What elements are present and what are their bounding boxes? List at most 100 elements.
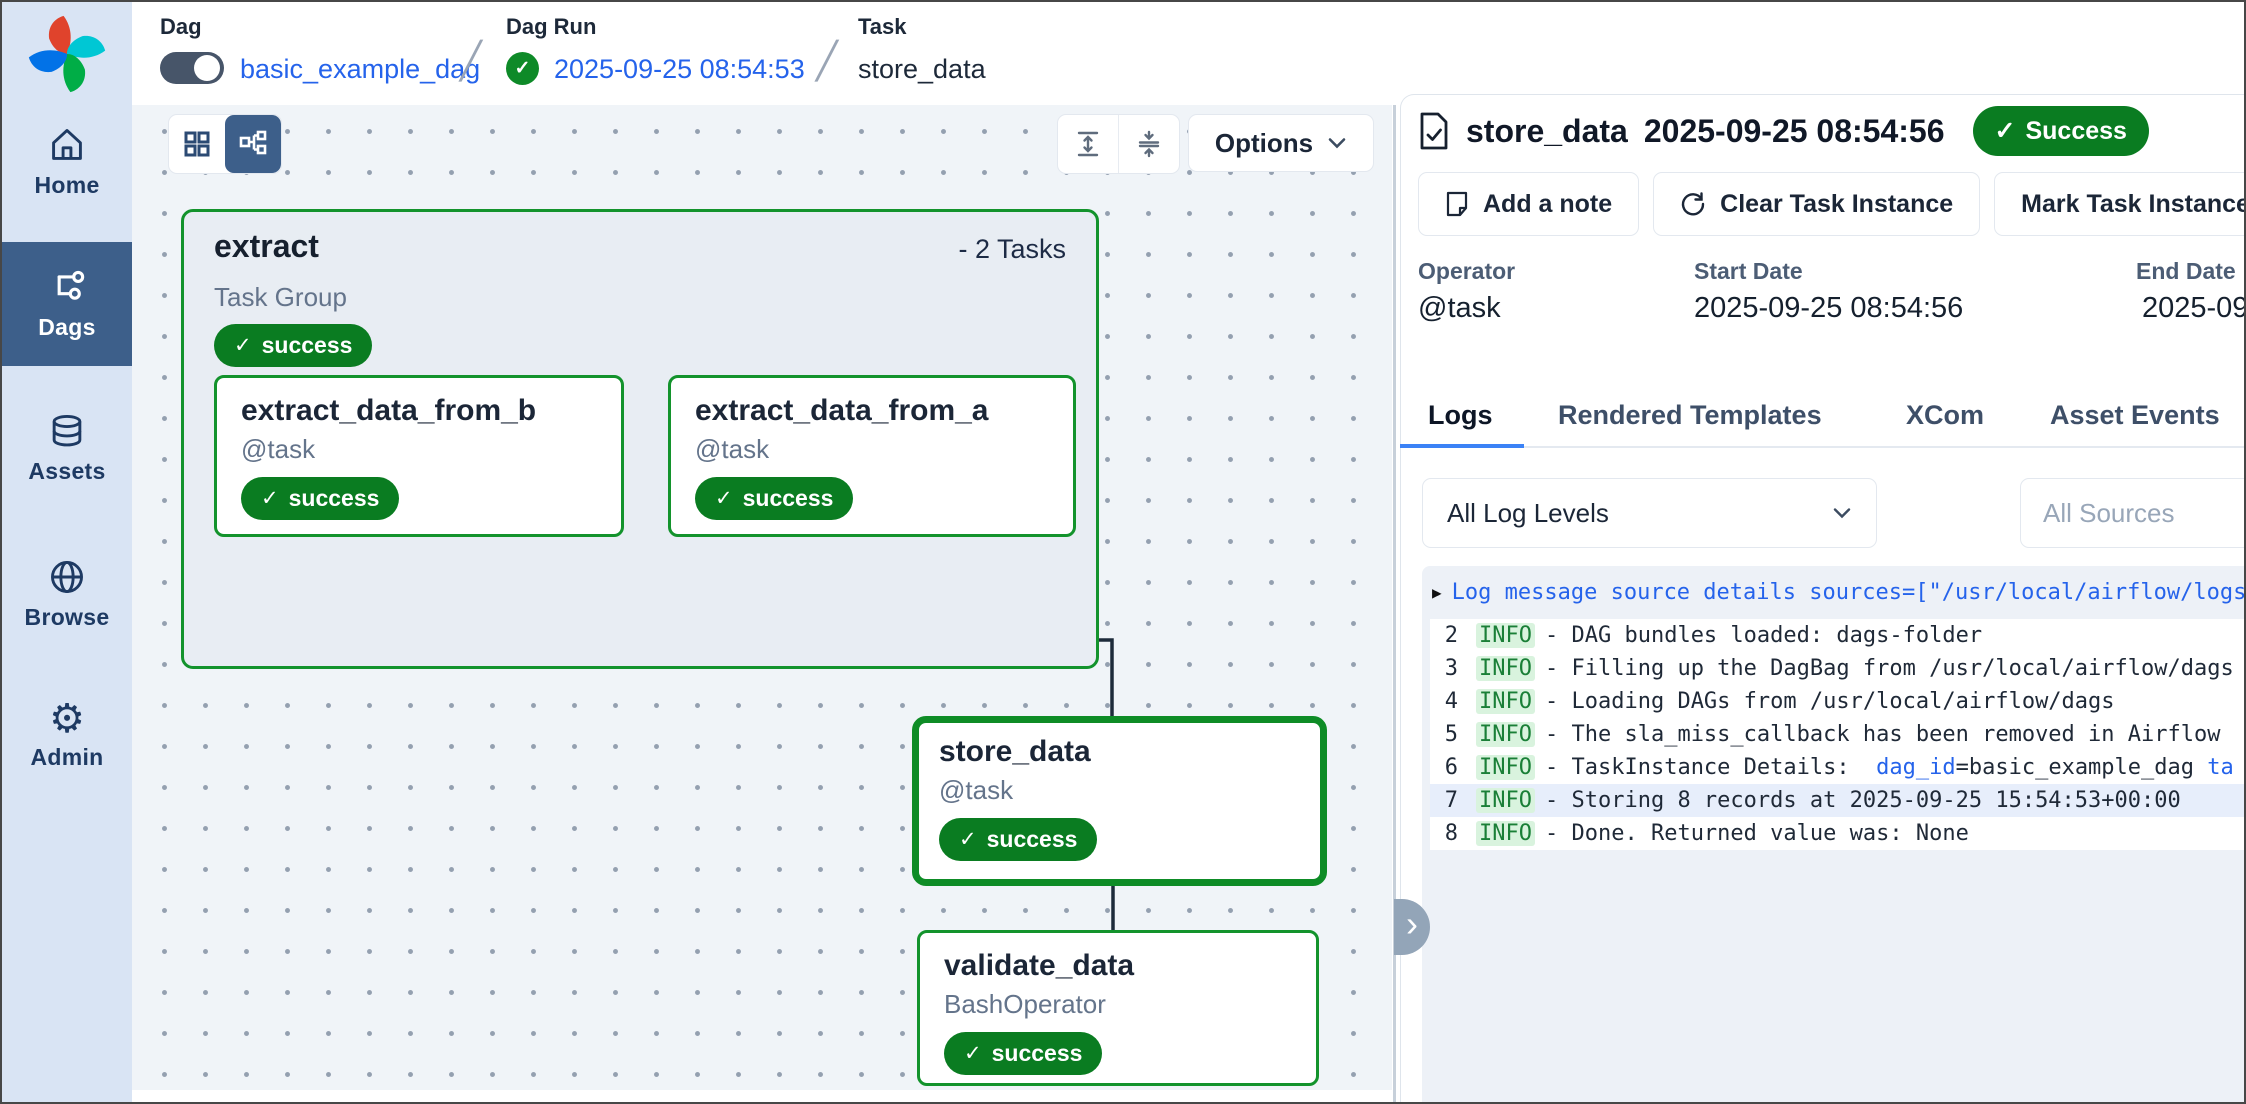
dagrun-success-icon: ✓ — [506, 52, 539, 85]
check-icon: ✓ — [959, 828, 977, 851]
task-node-extract-data-from-b[interactable]: extract_data_from_b @task ✓ success — [214, 375, 624, 537]
collapse-vertical-icon — [1138, 130, 1160, 158]
sidebar-item-browse[interactable]: Browse — [2, 558, 132, 631]
chevron-down-icon — [1328, 138, 1346, 149]
status-badge: ✓ success — [695, 477, 854, 520]
status-badge: ✓ success — [214, 324, 373, 367]
log-text: Done. Returned value was: None — [1571, 821, 1969, 846]
check-icon: ✓ — [234, 334, 252, 357]
check-icon: ✓ — [715, 487, 733, 510]
expand-vertical-icon — [1077, 131, 1099, 157]
sidebar: Home Dags Assets Browse ⚙ Admin — [2, 2, 132, 1102]
sidebar-item-admin[interactable]: ⚙ Admin — [2, 697, 132, 771]
view-switcher — [168, 114, 282, 174]
log-link[interactable]: ta — [2207, 755, 2234, 780]
log-level-chip: INFO — [1476, 821, 1535, 846]
graph-icon — [239, 130, 267, 155]
log-level-select[interactable]: All Log Levels — [1422, 478, 1877, 548]
divider — [1118, 115, 1119, 173]
active-tab-indicator — [1400, 444, 1524, 448]
collapse-all-button[interactable] — [1119, 115, 1179, 173]
add-note-button[interactable]: Add a note — [1418, 172, 1640, 236]
collapse-triangle-icon: ▶ — [1432, 583, 1442, 602]
log-source-details-text: Log message source details sources=["/us… — [1451, 580, 2246, 605]
dag-pause-toggle[interactable] — [160, 52, 224, 84]
globe-icon — [51, 561, 83, 593]
sidebar-item-label: Dags — [38, 314, 96, 340]
chevron-right-icon: › — [1406, 903, 1418, 944]
graph-view-button[interactable] — [225, 115, 281, 173]
log-text: - — [1544, 788, 1572, 813]
task-node-extract-data-from-a[interactable]: extract_data_from_a @task ✓ success — [668, 375, 1076, 537]
home-icon — [52, 129, 82, 160]
chevron-down-icon — [1833, 508, 1851, 519]
tab-logs[interactable]: Logs — [1428, 400, 1493, 430]
log-text: DAG bundles loaded: dags-folder — [1571, 623, 1983, 648]
sidebar-item-label: Browse — [24, 604, 110, 630]
task-node-store-data[interactable]: store_data @task ✓ success — [912, 716, 1327, 886]
grid-icon — [184, 131, 210, 157]
layout-controls — [1057, 114, 1180, 174]
end-date-value: 2025-09 — [2142, 292, 2246, 324]
log-level-chip: INFO — [1476, 689, 1535, 714]
refresh-icon — [1681, 192, 1705, 216]
log-source-input[interactable] — [2020, 478, 2244, 548]
log-level-chip: INFO — [1476, 722, 1535, 747]
database-icon — [52, 415, 82, 447]
task-node-validate-data[interactable]: validate_data BashOperator ✓ success — [917, 930, 1319, 1086]
log-viewer[interactable]: ▶ Log message source details sources=["/… — [1422, 566, 2246, 1102]
sidebar-item-dags[interactable]: Dags — [2, 242, 132, 366]
panel-resize-divider[interactable] — [1393, 105, 1396, 1102]
log-source-details-toggle[interactable]: ▶ Log message source details sources=["/… — [1430, 580, 2246, 605]
panel-tabs: Logs Rendered Templates XCom Asset Event… — [1400, 394, 2244, 448]
log-link[interactable]: dag_id — [1876, 755, 1956, 780]
gear-icon: ⚙ — [49, 697, 85, 741]
task-status-badge: ✓ Success — [1972, 106, 2149, 156]
log-text: Loading DAGs from /usr/local/airflow/dag… — [1571, 689, 2115, 714]
log-text: - — [1544, 722, 1572, 747]
tab-asset-events[interactable]: Asset Events — [2050, 400, 2220, 430]
breadcrumb-dagrun-link[interactable]: 2025-09-25 08:54:53 — [554, 54, 805, 84]
options-dropdown[interactable]: Options — [1188, 114, 1374, 172]
log-line-number: 3 — [1444, 656, 1458, 681]
tab-rendered-templates[interactable]: Rendered Templates — [1558, 400, 1822, 430]
dag-graph-canvas[interactable]: extract - 2 Tasks Task Group ✓ success e… — [132, 105, 1392, 1102]
mark-task-instance-button[interactable]: Mark Task Instance — [1994, 172, 2244, 236]
expand-all-button[interactable] — [1058, 115, 1118, 173]
check-icon: ✓ — [964, 1042, 982, 1065]
clear-task-instance-button[interactable]: Clear Task Instance — [1653, 172, 1981, 236]
airflow-logo[interactable] — [25, 12, 109, 96]
sidebar-item-label: Home — [34, 172, 100, 198]
status-badge: ✓ success — [939, 818, 1098, 861]
task-group-collapse-toggle[interactable]: - 2 Tasks — [958, 234, 1066, 264]
breadcrumb-separator: ╱ — [816, 40, 838, 81]
check-icon: ✓ — [261, 487, 279, 510]
sidebar-item-home[interactable]: Home — [2, 126, 132, 199]
breadcrumb-task-value: store_data — [858, 54, 986, 84]
sidebar-item-assets[interactable]: Assets — [2, 412, 132, 485]
tab-xcom[interactable]: XCom — [1906, 400, 1985, 430]
horizontal-scrollbar-track[interactable] — [132, 1090, 1392, 1102]
log-text: - — [1544, 623, 1572, 648]
breadcrumb-separator: ╱ — [460, 40, 482, 81]
start-date-label: Start Date — [1694, 258, 1803, 284]
toggle-knob — [194, 55, 220, 81]
task-instance-title: store_data — [1466, 112, 1628, 149]
breadcrumb-dag-label: Dag — [160, 14, 202, 39]
operator-label: Operator — [1418, 258, 1516, 284]
log-text: The sla_miss_callback has been removed i… — [1571, 722, 2221, 747]
sidebar-item-label: Assets — [28, 458, 106, 484]
breadcrumb: Dag basic_example_dag ╱ Dag Run ✓ 2025-0… — [132, 2, 1394, 105]
log-text: - — [1544, 689, 1572, 714]
breadcrumb-dag-link[interactable]: basic_example_dag — [240, 54, 481, 84]
log-line-number: 7 — [1444, 788, 1458, 813]
grid-view-button[interactable] — [169, 115, 225, 173]
